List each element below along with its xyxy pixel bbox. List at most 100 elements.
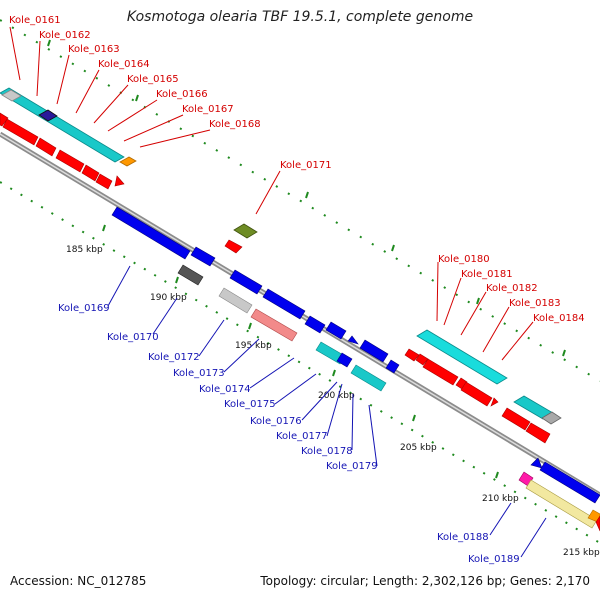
gene-label-0164: Kole_0164	[98, 59, 150, 70]
kbp-label-210: 210 kbp	[482, 494, 519, 504]
gene-label-0172: Kole_0172	[148, 352, 200, 363]
major-tick-outer-a	[47, 39, 51, 47]
accession-text: Accession: NC_012785	[10, 574, 147, 588]
gene-label-0176: Kole_0176	[250, 416, 302, 427]
reverse-gene-labels: Kole_0169 Kole_0170 Kole_0172 Kole_0173 …	[58, 303, 520, 565]
gene-arrow-red-4	[55, 149, 85, 173]
callout-0176	[301, 381, 338, 421]
gene-label-0161: Kole_0161	[9, 15, 61, 26]
callout-0177	[326, 383, 343, 437]
major-tick-195	[248, 322, 252, 330]
genome-title: Kosmotoga olearia TBF 19.5.1, complete g…	[126, 9, 474, 25]
callout-0161	[9, 26, 21, 81]
major-tick-205	[412, 414, 416, 422]
gene-arrow-blue-f	[359, 339, 389, 363]
tick-marks	[0, 19, 600, 544]
callout-0165	[93, 84, 129, 124]
callout-0178	[351, 393, 354, 451]
gene-arrow-blue-e	[347, 335, 359, 345]
gene-label-0173: Kole_0173	[173, 368, 225, 379]
callout-0174	[249, 357, 295, 389]
gene-label-0171: Kole_0171	[280, 160, 332, 171]
gene-label-0168: Kole_0168	[209, 119, 261, 130]
gene-label-0183: Kole_0183	[509, 298, 561, 309]
feature-outer-cyan-1	[0, 87, 125, 163]
major-tick-outer-f	[562, 349, 566, 357]
major-tick-190	[175, 276, 179, 284]
callout-0179	[368, 404, 378, 467]
kbp-label-190: 190 kbp	[150, 293, 187, 303]
feature-outer-gray-2	[541, 411, 562, 425]
gene-label-0174: Kole_0174	[199, 384, 251, 395]
reverse-callouts	[107, 265, 547, 558]
gene-arrow-red-12	[460, 381, 493, 407]
callout-0189	[520, 517, 547, 558]
gene-label-0189: Kole_0189	[468, 554, 520, 565]
major-tick-outer-e	[476, 297, 480, 305]
gene-label-0175: Kole_0175	[224, 399, 276, 410]
callout-0163	[56, 54, 70, 105]
kbp-label-185: 185 kbp	[66, 245, 103, 255]
tick-row-inner	[0, 181, 600, 544]
gene-label-0179: Kole_0179	[326, 461, 378, 472]
gene-arrow-red-10	[422, 358, 459, 386]
callout-0188	[489, 502, 512, 536]
callout-0172	[198, 319, 225, 357]
gene-label-0167: Kole_0167	[182, 104, 234, 115]
major-tick-outer-b	[135, 94, 139, 102]
gene-label-0178: Kole_0178	[301, 446, 353, 457]
gene-arrow-red-1	[0, 112, 9, 127]
gene-arrow-red-8	[404, 348, 420, 362]
gene-arrow-blue-b	[262, 288, 306, 320]
gene-arrow-blue-d	[325, 321, 347, 340]
callout-0168	[139, 129, 211, 148]
gene-label-0184: Kole_0184	[533, 313, 585, 324]
gene-arrow-red-3	[35, 137, 57, 157]
topology-text: Topology: circular; Length: 2,302,126 bp…	[260, 574, 590, 588]
callout-0181	[443, 277, 462, 326]
feature-outer-olive	[233, 223, 258, 239]
gene-arrow-red-15	[525, 422, 551, 444]
callout-0166	[107, 99, 158, 132]
gene-arrow-blue-j	[539, 461, 600, 504]
feature-inner-red-right	[595, 515, 600, 532]
callout-0180	[436, 261, 439, 322]
gene-label-0188: Kole_0188	[437, 532, 489, 543]
gene-arrow-blue-h	[385, 359, 400, 374]
gene-label-0163: Kole_0163	[68, 44, 120, 55]
feature-outer-orange	[119, 156, 137, 167]
gene-label-0170: Kole_0170	[107, 332, 159, 343]
callout-0170	[152, 297, 178, 335]
tick-row-outer	[0, 19, 600, 382]
callout-0171	[255, 170, 281, 215]
feature-outer-navy	[38, 109, 58, 122]
gene-arrow-blue-0170	[190, 246, 216, 267]
outer-feature-track	[0, 87, 562, 425]
feature-inner-gray-1	[177, 264, 204, 286]
major-tick-210	[495, 471, 499, 479]
kbp-label-200: 200 kbp	[318, 391, 355, 401]
callout-0164	[75, 69, 100, 114]
major-tick-200	[332, 369, 336, 377]
feature-inner-salmon	[250, 308, 298, 342]
gene-arrow-blue-i	[530, 457, 543, 469]
gene-arrow-red-6	[95, 173, 113, 190]
gene-arrow-red-5	[81, 164, 100, 182]
gene-arrow-red-9	[415, 353, 429, 366]
gene-arrow-blue-c	[304, 315, 326, 334]
gene-label-0177: Kole_0177	[276, 431, 328, 442]
gene-arrow-red-14	[501, 407, 531, 431]
gene-arrow-red-0171	[224, 239, 243, 254]
gene-arrow-blue-0169	[111, 206, 191, 260]
major-tick-outer-c	[305, 191, 309, 199]
callout-0175	[274, 373, 317, 405]
gene-arrow-red-7	[114, 175, 125, 187]
gene-label-0165: Kole_0165	[127, 74, 179, 85]
gene-arrow-red-13	[490, 397, 499, 407]
forward-gene-labels: Kole_0161 Kole_0162 Kole_0163 Kole_0164 …	[9, 15, 585, 324]
feature-inner-cyan-2	[350, 364, 387, 392]
major-tick-185	[102, 224, 106, 232]
callout-0184	[501, 321, 534, 361]
callout-0169	[107, 265, 131, 307]
